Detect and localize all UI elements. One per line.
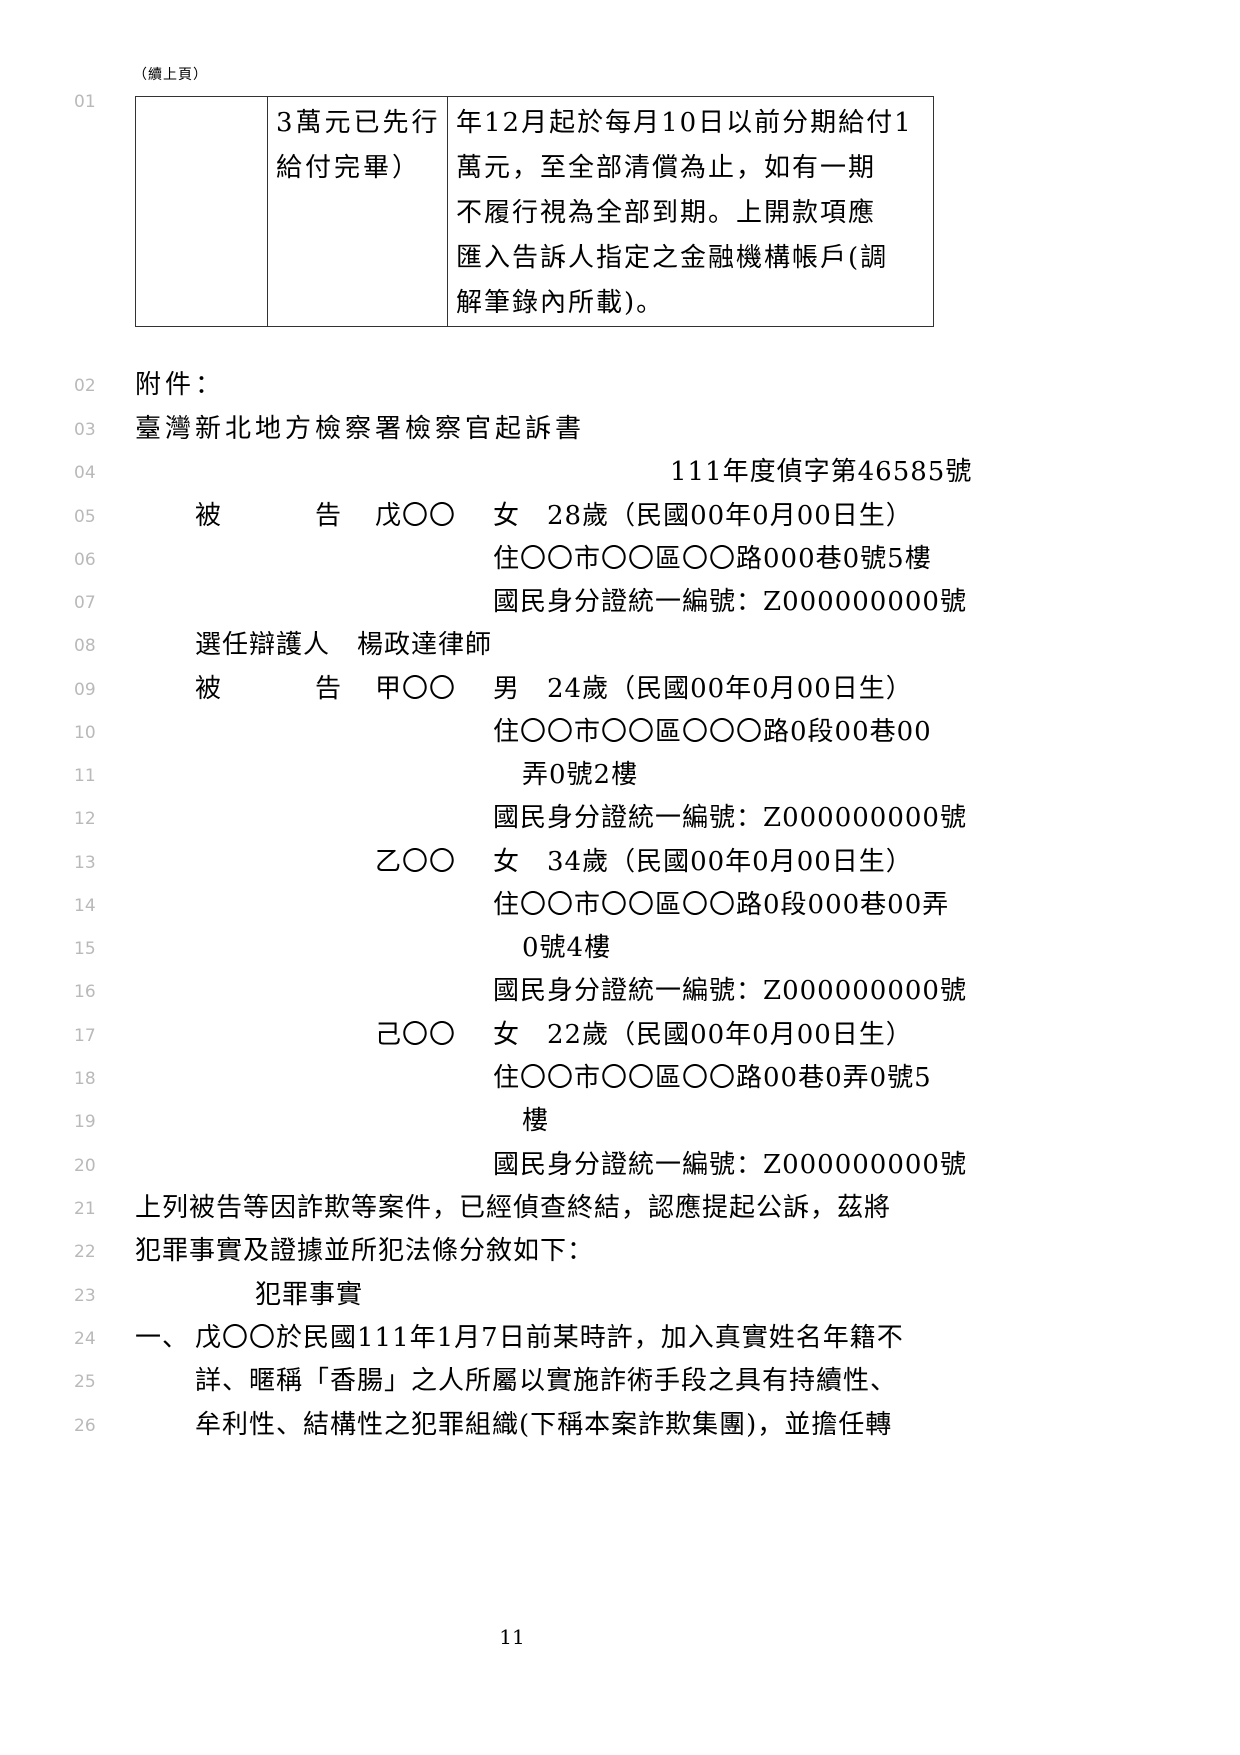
defense-attorney: 選任辯護人 楊政達律師 xyxy=(195,630,493,660)
item-marker: 一、 xyxy=(135,1323,190,1353)
line-number: 08 xyxy=(74,636,96,656)
defendant-name: 乙〇〇 xyxy=(375,847,457,877)
line-number: 01 xyxy=(74,92,96,112)
line-number: 06 xyxy=(74,550,96,570)
defendant-address-cont: 樓 xyxy=(522,1106,550,1136)
defendant-address-cont: 弄0號2樓 xyxy=(522,760,639,790)
indictment-intro-cont: 犯罪事實及證據並所犯法條分敘如下： xyxy=(135,1236,595,1266)
line-number: 02 xyxy=(74,376,96,396)
defendant-name: 戊〇〇 xyxy=(375,501,457,531)
defendant-address: 住〇〇市〇〇區〇〇〇路0段00巷00 xyxy=(493,717,932,747)
line-number: 11 xyxy=(74,766,96,786)
line-number: 14 xyxy=(74,896,96,916)
facts-paragraph: 戊〇〇於民國111年1月7日前某時許，加入真實姓名年籍不 xyxy=(195,1323,904,1353)
line-number: 16 xyxy=(74,982,96,1002)
facts-paragraph-cont: 牟利性、結構性之犯罪組織(下稱本案詐欺集團)，並擔任轉 xyxy=(195,1410,893,1440)
line-number: 09 xyxy=(74,680,96,700)
defendant-info: 男 24歲（民國00年0月00日生） xyxy=(493,674,913,704)
continuation-note: （續上頁） xyxy=(133,67,208,83)
indictment-intro: 上列被告等因詐欺等案件，已經偵查終結，認應提起公訴，茲將 xyxy=(135,1193,892,1223)
defendant-id: 國民身分證統一編號：Z000000000號 xyxy=(493,587,967,617)
defendant-info: 女 22歲（民國00年0月00日生） xyxy=(493,1020,913,1050)
line-number: 04 xyxy=(74,463,96,483)
section-heading-facts: 犯罪事實 xyxy=(255,1280,364,1310)
document-title: 臺灣新北地方檢察署檢察官起訴書 xyxy=(135,414,586,444)
line-number: 15 xyxy=(74,939,96,959)
line-number: 24 xyxy=(74,1329,96,1349)
table-cell-paid-note: 3萬元已先行 給付完畢） xyxy=(267,96,448,327)
defendant-address: 住〇〇市〇〇區〇〇路000巷0號5樓 xyxy=(493,544,932,574)
defendant-label: 被 告 xyxy=(195,501,346,531)
defendant-label: 被 告 xyxy=(195,674,346,704)
defendant-name: 己〇〇 xyxy=(375,1020,457,1050)
defendant-id: 國民身分證統一編號：Z000000000號 xyxy=(493,803,967,833)
line-number: 05 xyxy=(74,507,96,527)
defendant-address-cont: 0號4樓 xyxy=(522,933,612,963)
line-number: 17 xyxy=(74,1026,96,1046)
facts-paragraph-cont: 詳、暱稱「香腸」之人所屬以實施詐術手段之具有持續性、 xyxy=(195,1366,898,1396)
line-number: 23 xyxy=(74,1286,96,1306)
line-number: 19 xyxy=(74,1112,96,1132)
defendant-address: 住〇〇市〇〇區〇〇路0段000巷00弄 xyxy=(493,890,950,920)
line-number: 03 xyxy=(74,420,96,440)
line-number: 12 xyxy=(74,809,96,829)
line-number: 26 xyxy=(74,1416,96,1436)
defendant-id: 國民身分證統一編號：Z000000000號 xyxy=(493,976,967,1006)
defendant-info: 女 28歲（民國00年0月00日生） xyxy=(493,501,913,531)
line-number: 18 xyxy=(74,1069,96,1089)
line-number: 07 xyxy=(74,593,96,613)
defendant-address: 住〇〇市〇〇區〇〇路00巷0弄0號5 xyxy=(493,1063,932,1093)
page-number: 11 xyxy=(499,1625,525,1649)
case-number: 111年度偵字第46585號 xyxy=(670,457,973,487)
table-row: 3萬元已先行 給付完畢） 年12月起於每月10日以前分期給付1 萬元，至全部清償… xyxy=(135,96,934,327)
line-number: 10 xyxy=(74,723,96,743)
line-number: 22 xyxy=(74,1242,96,1262)
table-cell-payment-terms: 年12月起於每月10日以前分期給付1 萬元，至全部清償為止，如有一期 不履行視為… xyxy=(447,96,934,327)
defendant-id: 國民身分證統一編號：Z000000000號 xyxy=(493,1150,967,1180)
settlement-table-continued: 3萬元已先行 給付完畢） 年12月起於每月10日以前分期給付1 萬元，至全部清償… xyxy=(135,96,934,327)
line-number: 20 xyxy=(74,1156,96,1176)
line-number: 21 xyxy=(74,1199,96,1219)
defendant-info: 女 34歲（民國00年0月00日生） xyxy=(493,847,913,877)
line-number: 13 xyxy=(74,853,96,873)
table-cell-empty xyxy=(135,96,268,327)
line-number: 25 xyxy=(74,1372,96,1392)
attachment-heading: 附件： xyxy=(135,370,226,400)
defendant-name: 甲〇〇 xyxy=(375,674,457,704)
